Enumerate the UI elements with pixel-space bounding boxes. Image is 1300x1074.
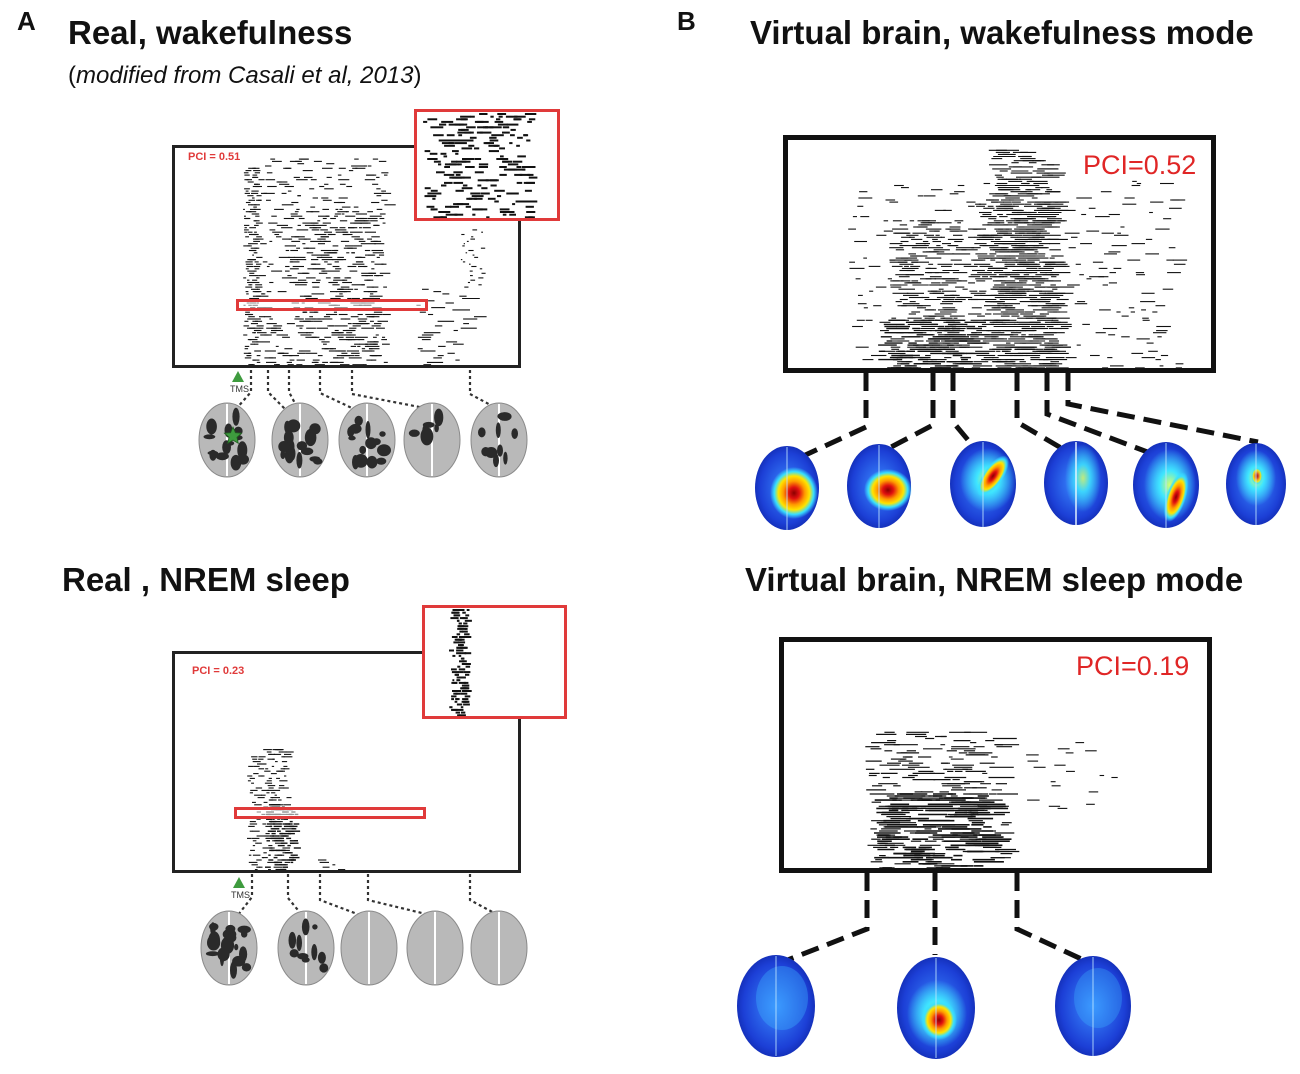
pci-real-wake: PCI = 0.51 — [188, 151, 241, 163]
stimulation-star-icon — [223, 425, 243, 445]
brain-real-sleep-1 — [200, 910, 258, 986]
brain-virtual-wake-6 — [1226, 443, 1286, 525]
brain-virtual-wake-3 — [950, 441, 1016, 527]
highlight-box-real-wake — [236, 299, 428, 311]
inset-real-sleep — [422, 605, 567, 719]
tms-label-wake: TMS — [230, 384, 249, 394]
brain-real-wake-3 — [338, 402, 396, 478]
brain-real-wake-5 — [470, 402, 528, 478]
highlight-box-real-sleep — [234, 807, 426, 819]
brain-real-wake-1 — [198, 402, 256, 478]
raster-virtual-sleep — [779, 637, 1212, 873]
panel-letter-a: A — [17, 6, 36, 36]
brain-real-wake-2 — [271, 402, 329, 478]
tms-marker-icon-sleep — [233, 877, 245, 888]
inset-real-sleep-plot — [449, 609, 472, 716]
stimulation-star-icon-sleep — [223, 933, 243, 953]
pci-real-sleep: PCI = 0.23 — [192, 665, 245, 677]
raster-virtual-wake-plot — [848, 149, 1188, 368]
raster-virtual-sleep-plot — [865, 731, 1118, 868]
brain-real-sleep-5 — [470, 910, 528, 986]
tms-label-sleep: TMS — [231, 890, 250, 900]
title-real-sleep: Real , NREM sleep — [62, 561, 350, 598]
title-real-wake: Real, wakefulness — [68, 14, 353, 51]
inset-real-wake-plot — [423, 113, 538, 218]
title-virtual-sleep: Virtual brain, NREM sleep mode — [745, 561, 1244, 598]
brain-real-sleep-3 — [340, 910, 398, 986]
pci-virtual-sleep: PCI=0.19 — [1076, 651, 1190, 681]
brain-virtual-sleep-3 — [1055, 956, 1131, 1056]
subtitle-citation: (modified from Casali et al, 2013) — [68, 62, 422, 89]
brain-virtual-wake-1 — [755, 446, 819, 530]
raster-virtual-wake — [783, 135, 1216, 373]
tms-marker-icon — [232, 371, 244, 382]
panel-letter-b: B — [677, 6, 696, 36]
raster-real-wake-plot — [243, 158, 487, 365]
brain-virtual-wake-4 — [1044, 441, 1108, 525]
pci-virtual-wake: PCI=0.52 — [1083, 150, 1197, 180]
brain-real-sleep-4 — [406, 910, 464, 986]
brain-virtual-sleep-1 — [737, 955, 815, 1057]
brain-virtual-wake-5 — [1133, 442, 1199, 528]
brain-real-sleep-2 — [277, 910, 335, 986]
inset-real-wake — [414, 109, 560, 221]
brain-real-wake-4 — [403, 402, 461, 478]
title-virtual-wake: Virtual brain, wakefulness mode — [750, 14, 1254, 51]
brain-virtual-wake-2 — [847, 444, 912, 528]
brain-virtual-sleep-2 — [897, 957, 975, 1059]
